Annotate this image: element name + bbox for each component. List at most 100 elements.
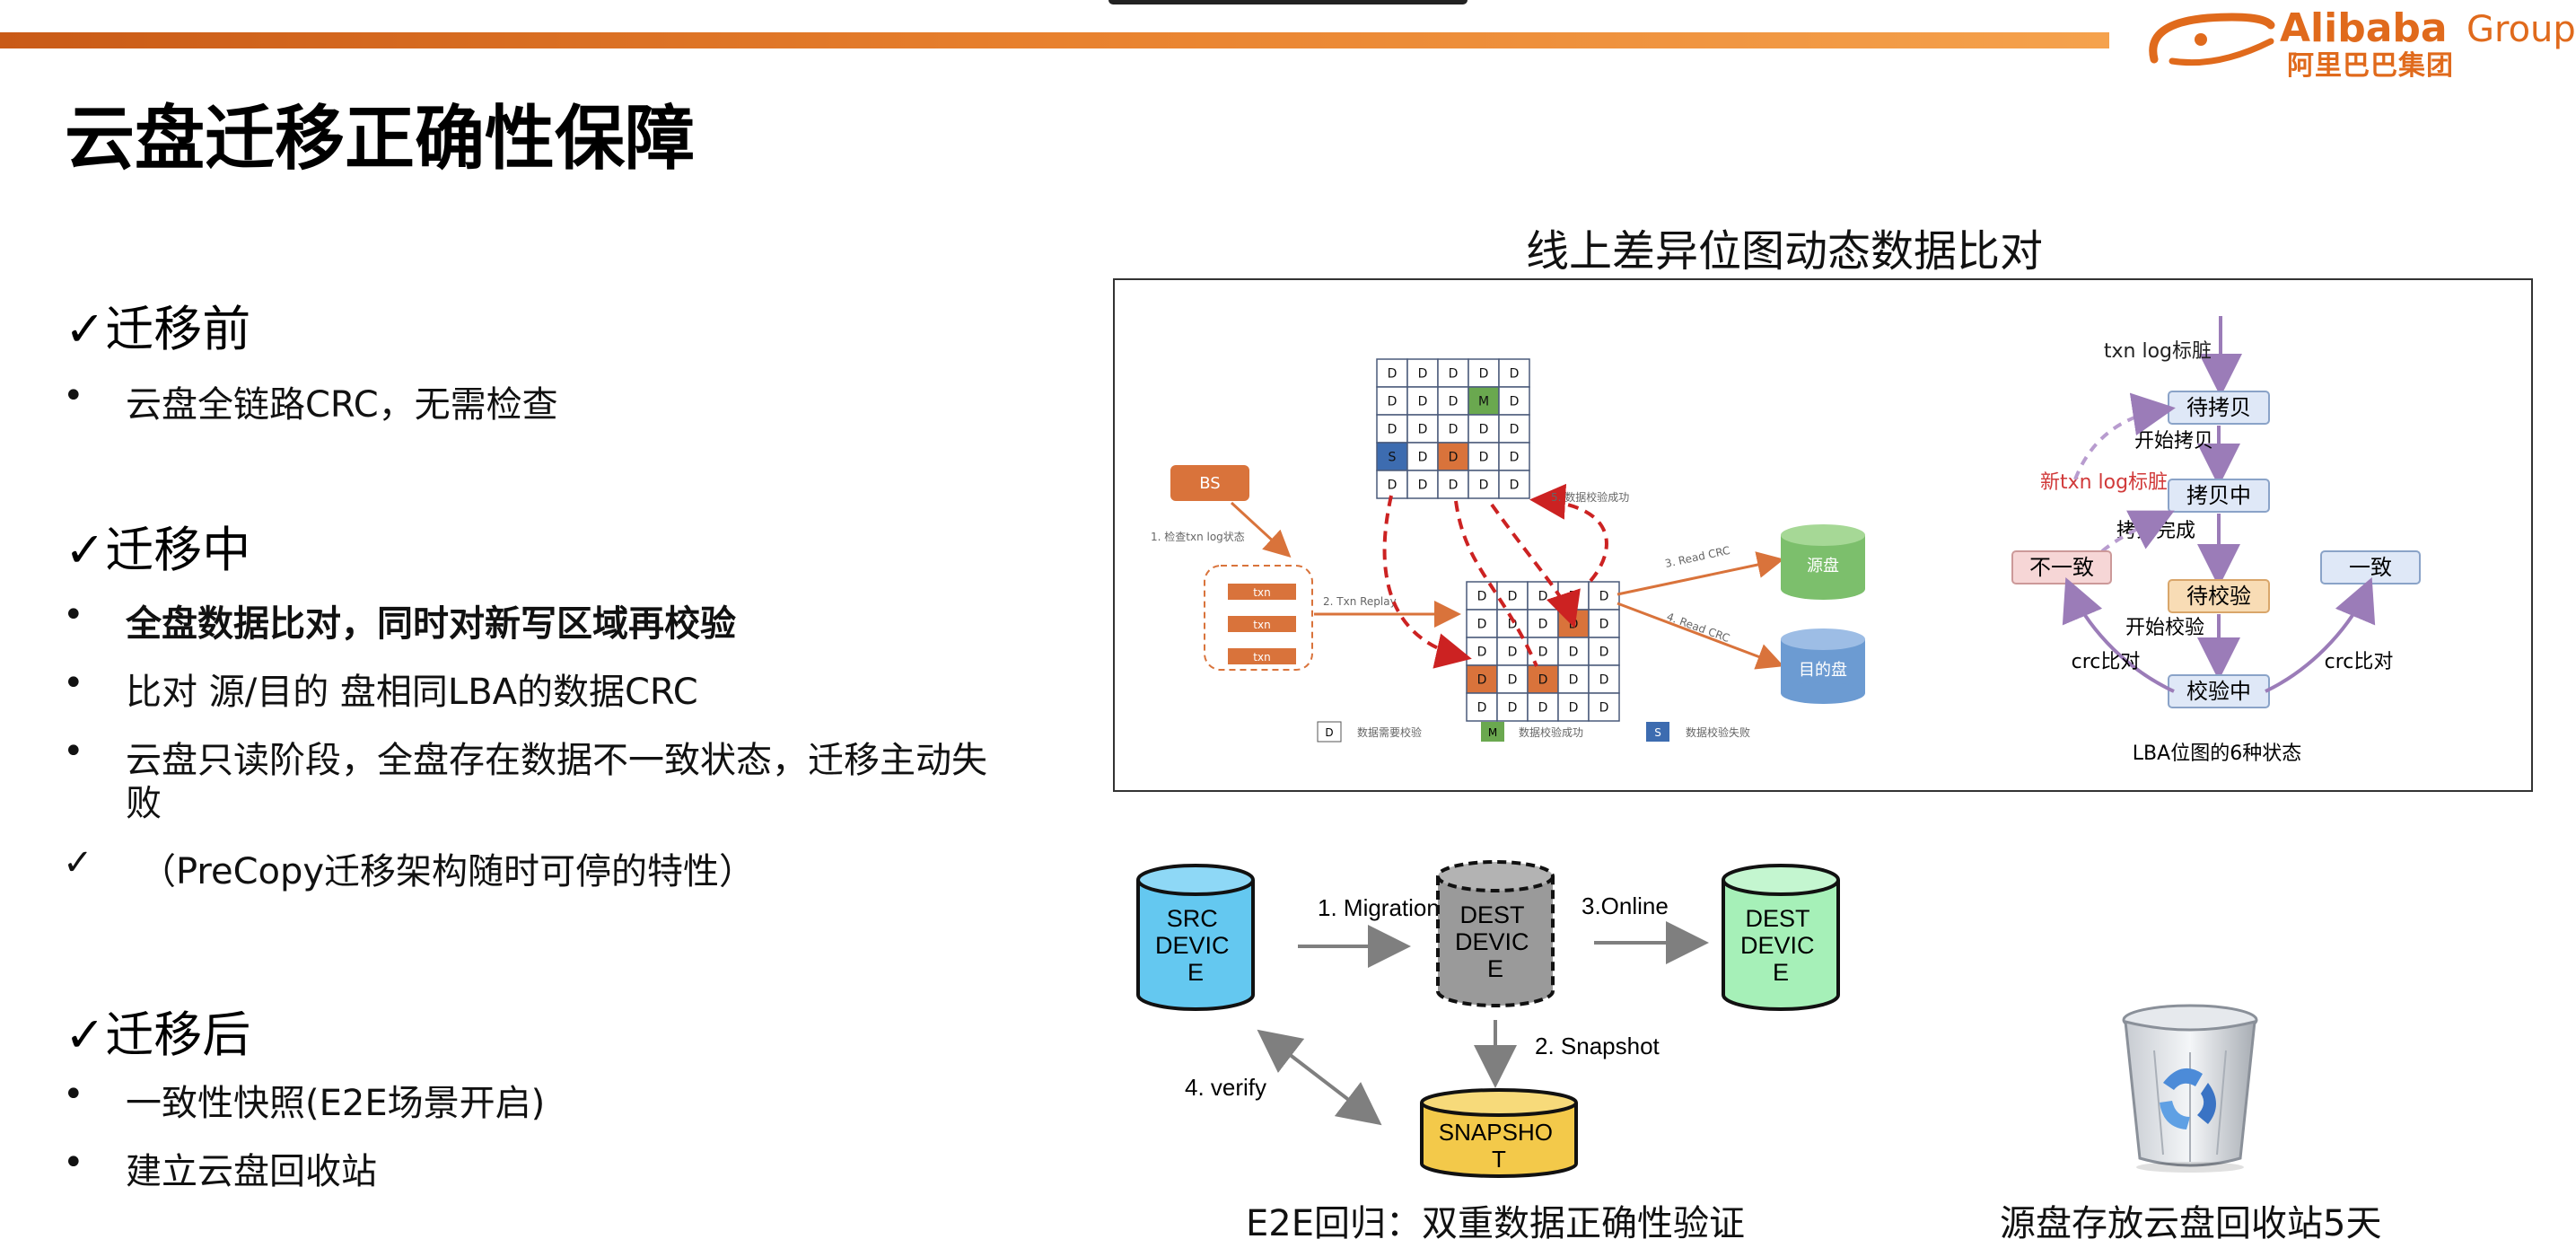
bitmap-cell-label: D <box>1508 673 1518 688</box>
bitmap-cell-label: D <box>1599 673 1609 688</box>
crc-compare-right-label: crc比对 <box>2325 651 2394 673</box>
red-flow-curve <box>1490 503 1581 628</box>
recycle-caption: 源盘存放云盘回收站5天 <box>2000 1203 2382 1244</box>
section-heading-before: ✓迁移前 <box>65 301 251 357</box>
migration-label: 1. Migration <box>1318 894 1440 921</box>
bitmap-cell <box>1498 358 1530 388</box>
bullet-marker: • <box>63 731 84 772</box>
state-verifying-label: 校验中 <box>2186 679 2251 704</box>
bullet-marker: • <box>63 1142 84 1183</box>
check-marker: ✓ <box>63 842 93 883</box>
step3-label: 3. Read CRC <box>1664 544 1731 570</box>
bitmap-cell-label: D <box>1538 590 1548 604</box>
txn-bar <box>1228 584 1296 600</box>
bitmap-cell-label: D <box>1449 395 1459 409</box>
bullet-text: 建立云盘回收站 <box>126 1151 377 1192</box>
bitmap-compare-figure: BS 1. 检查txn log状态 txn txn txn 2. Txn Rep… <box>1113 278 2533 792</box>
bullet-marker: • <box>63 375 84 417</box>
dest-device-line: DEST <box>1745 905 1809 932</box>
state-copying <box>2168 479 2270 513</box>
state-inconsistent <box>2011 550 2112 584</box>
dest-device-line: E <box>1487 955 1503 982</box>
state-copying-label: 拷贝中 <box>2186 483 2251 508</box>
bitmap-cell <box>1588 692 1620 722</box>
bitmap-cell-label: D <box>1449 479 1459 493</box>
bitmap-cell-label: D <box>1569 646 1579 660</box>
dest-device-line: DEVIC <box>1455 928 1529 955</box>
bitmap-cell-label: D <box>1599 590 1609 604</box>
bitmap-cell <box>1406 414 1439 444</box>
bitmap-cell-label: D <box>1449 423 1459 437</box>
bullet-marker: • <box>63 594 84 636</box>
logo-wordmark: Alibaba <box>2280 5 2448 51</box>
bitmap-cell-label: D <box>1418 395 1428 409</box>
txn-label: txn <box>1253 651 1270 664</box>
bullet-text-bold: 全盘数据比对，同时对新写区域再校验 <box>126 603 736 645</box>
snapshot-line: T <box>1492 1146 1506 1173</box>
bs-arrow <box>1230 501 1292 558</box>
txn-bar <box>1228 648 1296 664</box>
dest-device-line: E <box>1773 959 1789 986</box>
bitmap-figure-svg: BS 1. 检查txn log状态 txn txn txn 2. Txn Rep… <box>1151 316 2421 765</box>
src-device-line: E <box>1187 959 1204 986</box>
state-consistent-label: 一致 <box>2349 555 2392 580</box>
bitmap-cell-label: D <box>1510 395 1520 409</box>
snapshot-label: SNAPSHO T <box>1439 1119 1559 1173</box>
logo-chinese-text: 阿里巴巴集团 <box>2287 50 2454 82</box>
bitmap-cell-label: D <box>1569 701 1579 716</box>
dest-device-cylinder <box>1722 864 1840 1011</box>
bitmap-cell-label: D <box>1479 423 1489 437</box>
src-device-label: SRC DEVIC E <box>1155 905 1236 986</box>
bitmap-cell-label: D <box>1510 367 1520 382</box>
bullet-text-continued: 败 <box>126 783 162 824</box>
bitmap-cell <box>1376 386 1408 416</box>
legend-key-s: S <box>1654 726 1661 739</box>
bitmap-cell <box>1496 581 1529 611</box>
legend-swatch-s <box>1646 722 1669 742</box>
bullet-text: （PreCopy迁移架构随时可停的特性） <box>140 851 756 892</box>
step1-label: 1. 检查txn log状态 <box>1151 530 1245 543</box>
src-device-cylinder <box>1136 864 1255 1011</box>
bitmap-cell-label: D <box>1479 451 1489 465</box>
bitmap-cell <box>1498 470 1530 499</box>
bitmap-cell-label: D <box>1599 646 1609 660</box>
bitmap-cell-label: D <box>1418 451 1428 465</box>
bitmap-cell <box>1406 386 1439 416</box>
dashed-state-arrow <box>2100 510 2175 553</box>
bullet-text: 云盘只读阶段，全盘存在数据不一致状态，迁移主动失 <box>126 740 987 781</box>
txn-log-dirty-label: txn log标脏 <box>2104 340 2212 363</box>
bs-label: BS <box>1199 474 1220 493</box>
bitmap-cell-label: D <box>1569 673 1579 688</box>
state-pending-verify-label: 待校验 <box>2186 584 2251 609</box>
bitmap-cell <box>1498 414 1530 444</box>
copy-done-label: 拷贝完成 <box>2116 520 2195 542</box>
read-crc-arrow <box>1617 551 1784 596</box>
dest-device-2-label: DEST DEVIC E <box>1740 905 1821 986</box>
bullet-text: 一致性快照(E2E场景开启) <box>126 1083 546 1124</box>
dest-device-line: DEVIC <box>1740 932 1815 959</box>
bitmap-figure-title: 线上差异位图动态数据比对 <box>1526 226 2044 277</box>
section-heading-after: ✓迁移后 <box>65 1006 251 1063</box>
bitmap-cell <box>1557 637 1590 666</box>
bitmap-cell-label: D <box>1418 479 1428 493</box>
bitmap-cell-label: D <box>1510 479 1520 493</box>
dest-device-dashed-cylinder <box>1436 860 1555 1007</box>
slide-title: 云盘迁移正确性保障 <box>65 99 696 180</box>
txn-label: txn <box>1253 586 1270 599</box>
bitmap-cell <box>1406 470 1439 499</box>
state-inconsistent-label: 不一致 <box>2029 555 2094 580</box>
legend-text-m: 数据校验成功 <box>1519 725 1583 739</box>
src-device-line: DEVIC <box>1155 932 1230 959</box>
bitmap-cell-label: D <box>1479 479 1489 493</box>
bitmap-cell-label: D <box>1599 618 1609 632</box>
source-disk-cylinder <box>1781 524 1865 600</box>
snapshot-cylinder <box>1420 1088 1578 1178</box>
bitmap-cell-label: D <box>1477 590 1487 604</box>
bitmap-cell <box>1406 358 1439 388</box>
window-notch <box>1108 0 1468 4</box>
snapshot-step-label: 2. Snapshot <box>1535 1033 1660 1059</box>
legend-swatch-d <box>1317 721 1342 743</box>
start-verify-label: 开始校验 <box>2125 617 2204 639</box>
bitmap-cell <box>1468 358 1500 388</box>
